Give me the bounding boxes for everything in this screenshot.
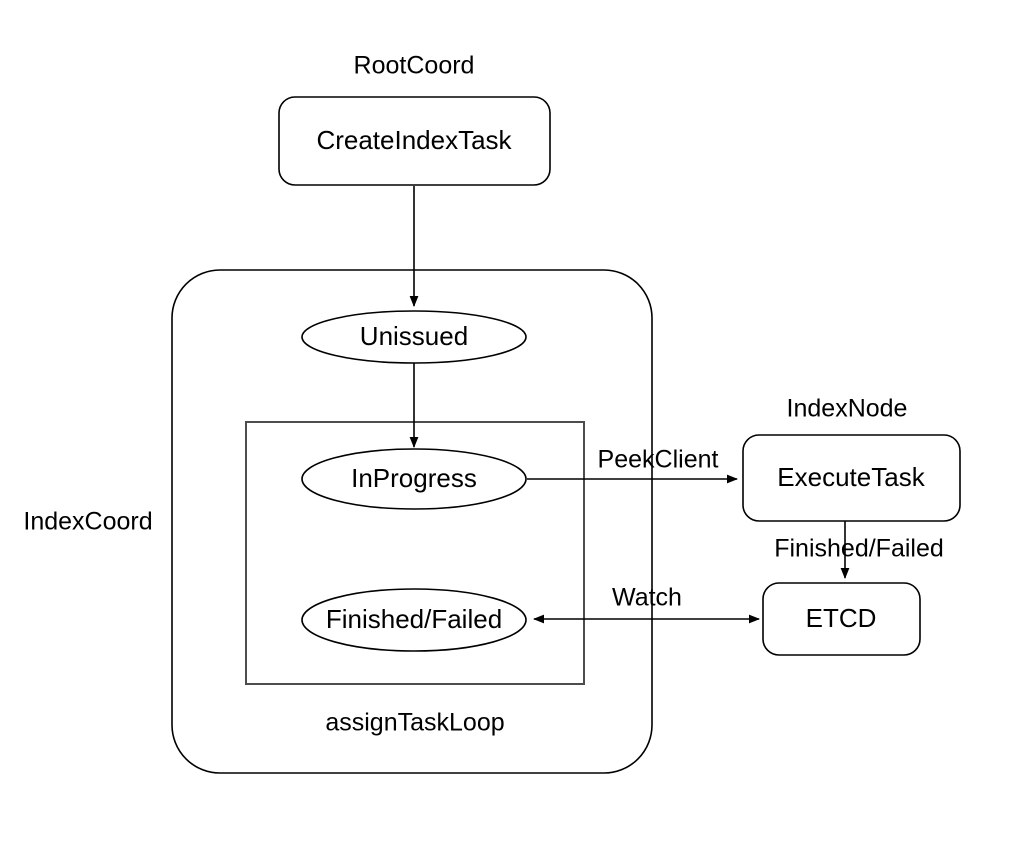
in-progress-label: InProgress — [351, 463, 477, 493]
edge-label-peek-client: PeekClient — [598, 446, 719, 474]
etcd-label: ETCD — [806, 603, 877, 633]
finished-failed-state-label: Finished/Failed — [326, 604, 502, 634]
node-etcd[interactable]: ETCD — [762, 582, 921, 656]
edge-label-finished-failed: Finished/Failed — [774, 535, 944, 563]
group-title-index-coord: IndexCoord — [23, 508, 152, 536]
create-index-task-border — [278, 96, 551, 186]
in-progress-fill — [302, 449, 526, 509]
etcd-border — [762, 582, 921, 656]
node-in-progress[interactable]: InProgress — [301, 448, 527, 510]
execute-task-fill — [743, 435, 960, 521]
finished-failed-state-fill — [302, 589, 526, 651]
group-title-root-coord: RootCoord — [354, 52, 475, 80]
unissued-border — [301, 310, 527, 364]
execute-task-label: ExecuteTask — [777, 462, 925, 492]
group-title-index-node: IndexNode — [787, 395, 908, 423]
unissued-fill — [302, 311, 526, 363]
node-execute-task[interactable]: ExecuteTask — [742, 434, 961, 522]
index-coord-group-border — [171, 269, 653, 774]
etcd-fill — [763, 583, 920, 655]
node-finished-failed-state[interactable]: Finished/Failed — [301, 588, 527, 652]
edge-label-watch: Watch — [612, 584, 682, 612]
node-create-index-task[interactable]: CreateIndexTask — [278, 96, 551, 186]
create-index-task-label: CreateIndexTask — [316, 125, 512, 155]
unissued-label: Unissued — [360, 321, 468, 351]
finished-failed-state-border — [301, 588, 527, 652]
group-title-assign-task-loop: assignTaskLoop — [325, 709, 504, 737]
execute-task-border — [742, 434, 961, 522]
create-index-task-fill — [279, 97, 550, 185]
in-progress-border — [301, 448, 527, 510]
node-unissued[interactable]: Unissued — [301, 310, 527, 364]
assign-task-loop-group-border — [245, 421, 585, 685]
